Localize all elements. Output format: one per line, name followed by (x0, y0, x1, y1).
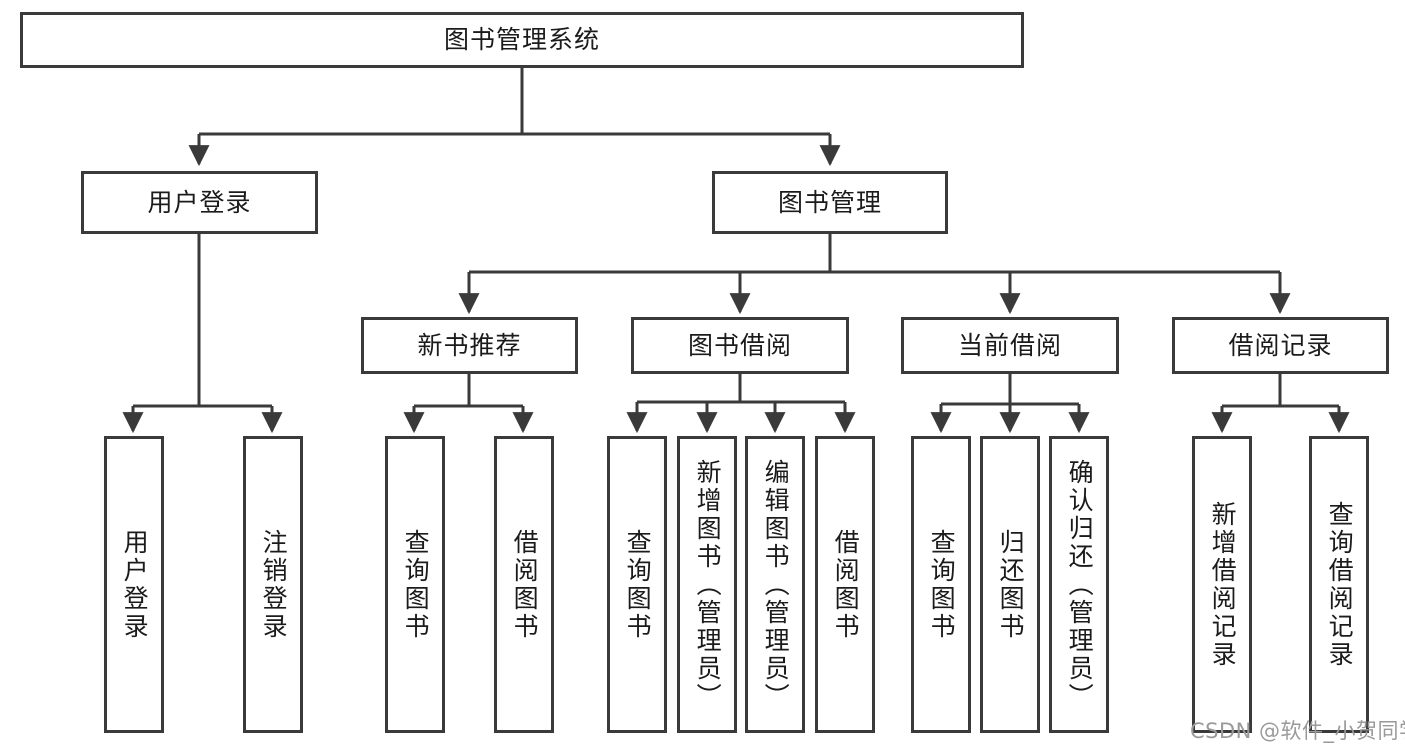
node-label: 查询图书 (401, 528, 431, 641)
node-label: 借阅记录 (1228, 330, 1333, 360)
node-root-book-management-system[interactable]: 图书管理系统 (20, 12, 1024, 68)
node-label: 查询图书 (623, 528, 653, 641)
node-label: 借阅图书 (831, 528, 861, 641)
node-new-book-recommend[interactable]: 新书推荐 (361, 317, 578, 374)
node-label: 注销登录 (259, 528, 289, 641)
node-label: 用户登录 (147, 187, 252, 217)
node-label: 图书借阅 (687, 330, 792, 360)
node-label: 查询图书 (927, 528, 957, 641)
watermark-text: CSDN @软件_小贺同学 (1190, 719, 1405, 743)
leaf-new-book-borrow-book[interactable]: 借阅图书 (494, 436, 554, 733)
node-label: 编辑图书（管理员） (761, 458, 791, 711)
node-label: 查询借阅记录 (1325, 500, 1355, 669)
leaf-user-login-signin[interactable]: 用户登录 (104, 436, 164, 733)
node-current-borrow[interactable]: 当前借阅 (901, 317, 1119, 374)
node-book-management[interactable]: 图书管理 (712, 171, 948, 234)
node-label: 借阅图书 (510, 528, 540, 641)
leaf-current-borrow-return-book[interactable]: 归还图书 (980, 436, 1040, 733)
leaf-borrow-record-query-record[interactable]: 查询借阅记录 (1309, 436, 1369, 733)
leaf-book-borrow-edit-book-admin[interactable]: 编辑图书（管理员） (745, 436, 805, 733)
leaf-current-borrow-query-book[interactable]: 查询图书 (911, 436, 971, 733)
leaf-book-borrow-add-book-admin[interactable]: 新增图书（管理员） (677, 436, 737, 733)
node-label: 新书推荐 (417, 330, 522, 360)
leaf-borrow-record-add-record[interactable]: 新增借阅记录 (1192, 436, 1252, 733)
node-label: 图书管理系统 (443, 25, 600, 55)
node-label: 新增借阅记录 (1208, 500, 1238, 669)
leaf-current-borrow-confirm-return-admin[interactable]: 确认归还（管理员） (1049, 436, 1109, 733)
node-label: 当前借阅 (957, 330, 1062, 360)
node-user-login[interactable]: 用户登录 (81, 171, 318, 234)
node-book-borrow[interactable]: 图书借阅 (631, 317, 849, 374)
node-label: 新增图书（管理员） (693, 458, 723, 711)
leaf-book-borrow-query-book[interactable]: 查询图书 (607, 436, 667, 733)
node-label: 图书管理 (777, 187, 882, 217)
node-borrow-record[interactable]: 借阅记录 (1172, 317, 1389, 374)
node-label: 归还图书 (996, 528, 1026, 641)
node-label: 用户登录 (120, 528, 150, 641)
leaf-user-login-signout[interactable]: 注销登录 (243, 436, 303, 733)
leaf-new-book-query-book[interactable]: 查询图书 (385, 436, 445, 733)
node-label: 确认归还（管理员） (1065, 458, 1095, 711)
leaf-book-borrow-borrow-book[interactable]: 借阅图书 (815, 436, 875, 733)
